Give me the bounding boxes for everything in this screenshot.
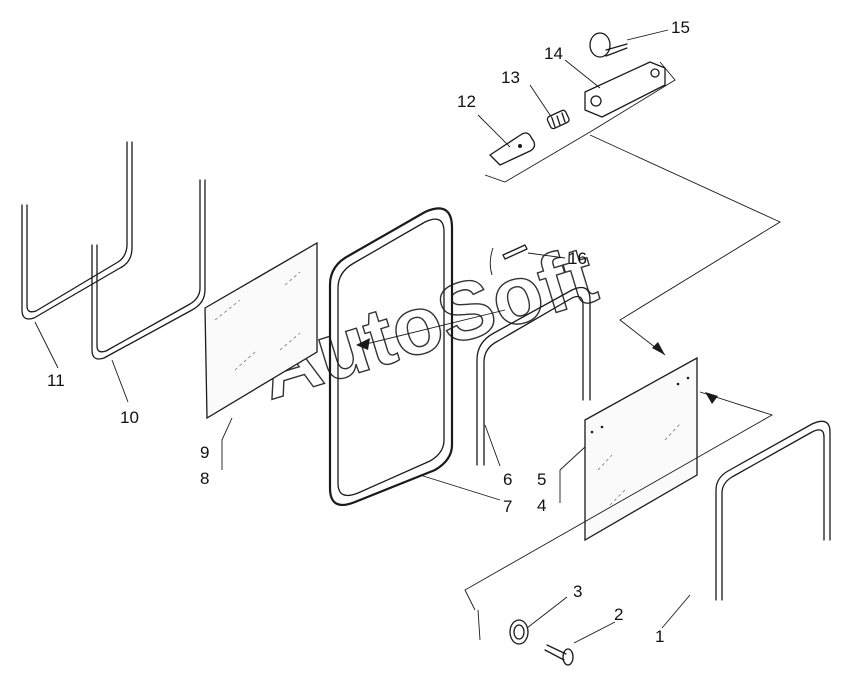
callout-labels: 1 2 3 4 5 6 7 8 9 10 11 12 13 14 15 16 [47,18,690,646]
callout-7: 7 [503,497,512,516]
callout-10: 10 [120,408,139,427]
callout-16: 16 [568,249,587,268]
part-6-glazing-strip [476,286,591,466]
callout-11: 11 [47,371,65,390]
callout-5: 5 [537,470,546,489]
part-3-washer [509,619,529,645]
part-9-glass-panel [204,241,318,420]
callout-15: 15 [671,18,690,37]
part-11-u-seal [21,141,133,320]
part-12-pin [489,132,536,166]
part-15-knob [589,32,628,58]
part-16-lock-clip [489,244,528,276]
callout-12: 12 [457,92,476,111]
callout-2: 2 [614,605,623,624]
part-13-spring [546,109,570,130]
callout-4: 4 [537,496,546,515]
part-1-u-channel [715,420,831,601]
callout-13: 13 [501,68,520,87]
callout-3: 3 [573,582,582,601]
leader-lines [34,29,691,644]
callout-14: 14 [544,44,563,63]
callout-6: 6 [503,470,512,489]
part-14-bracket [584,61,666,118]
callout-8: 8 [200,469,209,488]
part-2-bolt [544,644,574,666]
part-5-glass-panel [584,356,698,542]
callout-9: 9 [200,443,209,462]
callout-1: 1 [655,627,664,646]
part-10-u-seal [91,179,206,360]
assembly-lines [356,61,781,641]
part-7-window-frame [328,207,454,506]
